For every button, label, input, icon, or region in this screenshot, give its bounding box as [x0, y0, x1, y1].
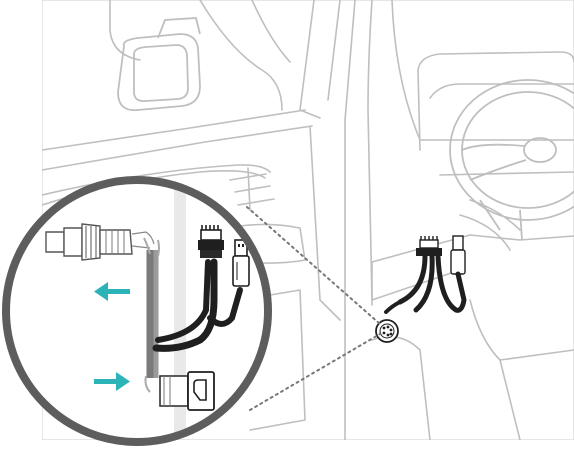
magnifier-ring — [2, 176, 272, 446]
obd-connector-icon — [159, 371, 215, 411]
arrow-right-icon — [94, 372, 130, 391]
rearview-mirror-icon — [117, 17, 201, 112]
dash-harness-icon — [384, 235, 467, 314]
multi-pin-connector-icon — [45, 223, 155, 261]
steering-wheel-icon — [449, 79, 574, 241]
harness-plug-icon — [198, 225, 224, 258]
magnifier-lens — [2, 176, 272, 446]
car-dashboard-illustration — [42, 0, 574, 440]
usb-connector-icon — [232, 239, 250, 287]
cable-harness-icon — [143, 237, 162, 393]
callout-lines — [246, 206, 381, 411]
obd-port-icon — [375, 319, 399, 343]
arrow-left-icon — [94, 282, 130, 301]
